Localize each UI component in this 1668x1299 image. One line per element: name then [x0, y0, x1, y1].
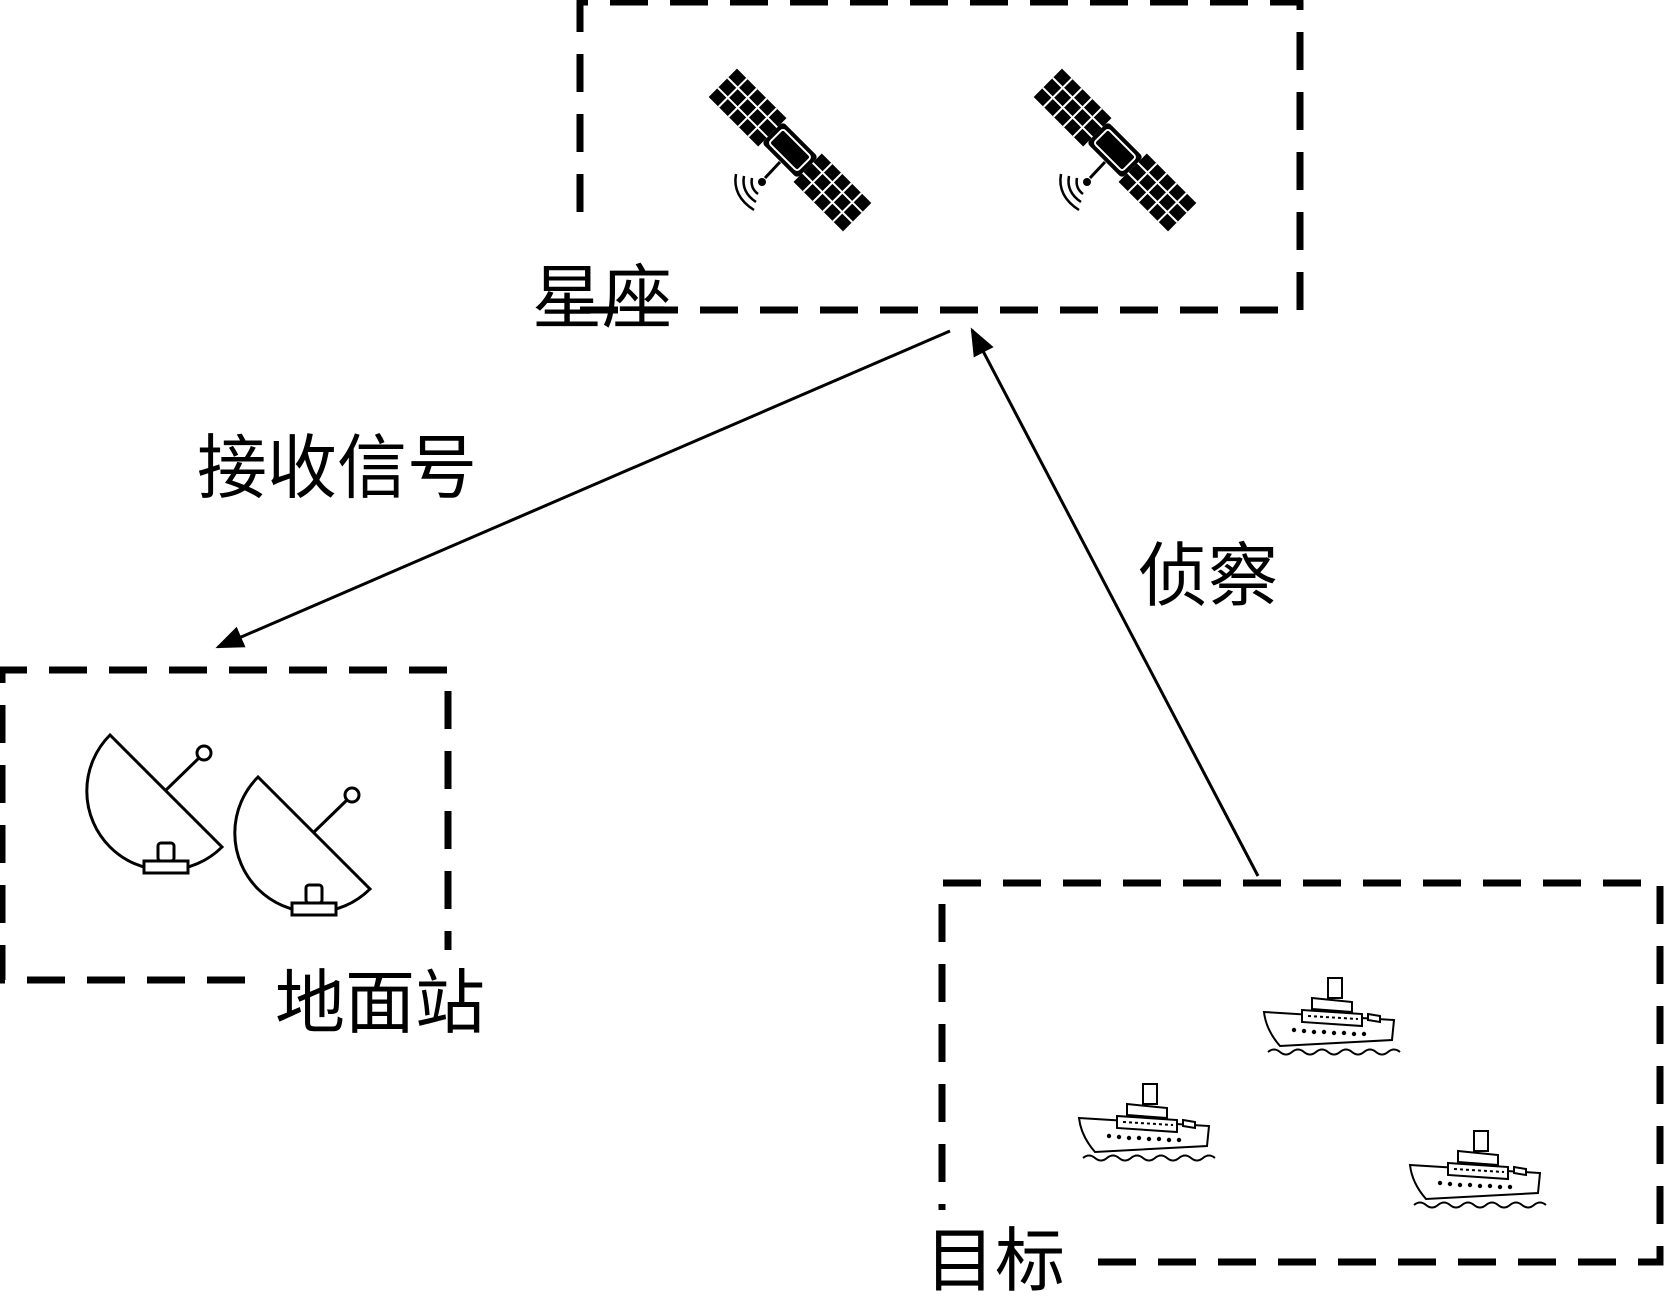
receive-signal-label: 接收信号	[197, 427, 477, 509]
reconnaissance-arrow	[970, 327, 1260, 877]
constellation-box	[576, 0, 1304, 314]
reconnaissance-label: 侦察	[1138, 535, 1278, 617]
target-box	[938, 879, 1664, 1266]
satellite-icon	[707, 67, 873, 233]
ship-icon	[1078, 1083, 1216, 1162]
ship-icon	[1263, 977, 1401, 1056]
constellation-group: 星座	[532, 0, 1304, 339]
dish-antenna-icon	[233, 775, 372, 917]
ground-station-group: 地面站	[0, 666, 485, 1044]
ground-station-box	[0, 666, 452, 984]
target-label: 目标	[925, 1220, 1065, 1299]
ship-icon	[1409, 1130, 1547, 1209]
receive-signal-arrow	[215, 329, 951, 649]
constellation-label: 星座	[532, 257, 672, 339]
satellite-icon	[1032, 67, 1198, 233]
ground-station-label: 地面站	[275, 962, 485, 1044]
dish-antenna-icon	[85, 733, 224, 875]
target-group: 目标	[925, 879, 1664, 1299]
